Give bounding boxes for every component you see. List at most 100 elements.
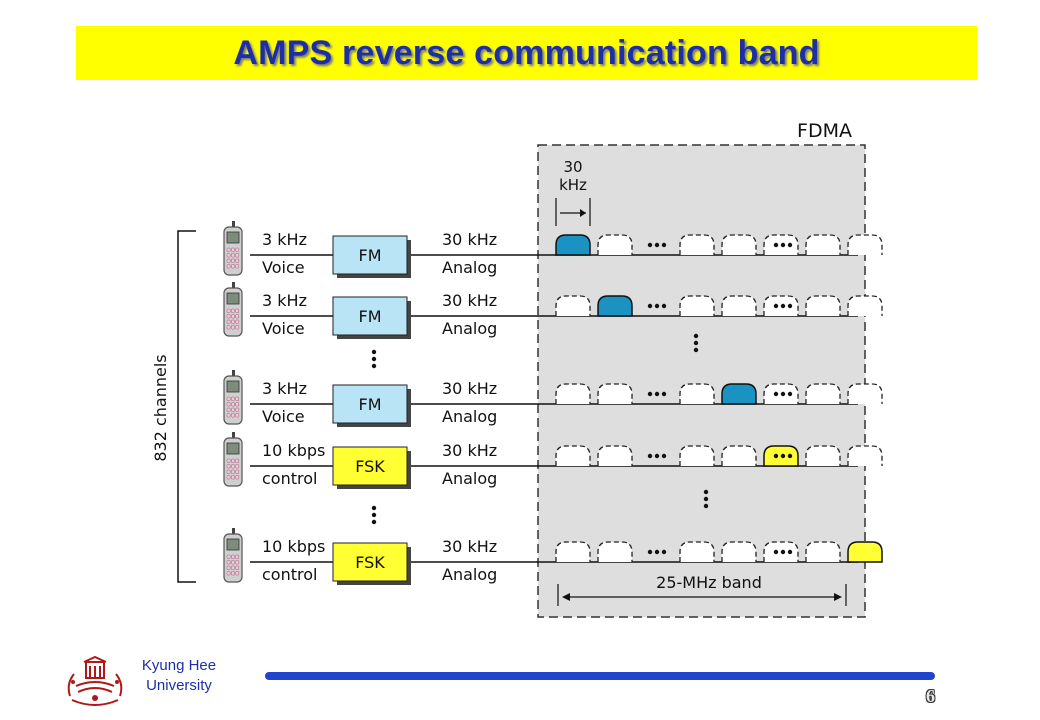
fdma-label: FDMA bbox=[797, 120, 852, 142]
slot-ellipsis bbox=[773, 549, 793, 555]
phone-key bbox=[231, 458, 235, 463]
phone-key bbox=[235, 264, 240, 269]
rows-ellipsis-dot bbox=[371, 512, 377, 518]
phone-key bbox=[226, 560, 231, 565]
slot-ellipsis-dot bbox=[780, 549, 786, 555]
phone-key bbox=[231, 396, 235, 401]
slot-ellipsis-dot bbox=[773, 549, 779, 555]
page-number: 6 bbox=[926, 686, 935, 706]
spacing-value-label: 30 bbox=[563, 158, 582, 176]
phone-screen bbox=[226, 442, 240, 455]
phone-key bbox=[231, 402, 235, 407]
slot-ellipsis bbox=[647, 549, 667, 555]
university-name-line2: University bbox=[146, 677, 212, 694]
phone-key bbox=[235, 413, 240, 418]
row-output-type: Analog bbox=[442, 565, 497, 584]
phone-key bbox=[226, 319, 231, 324]
phone-key bbox=[235, 258, 240, 263]
slot-ellipsis-dot bbox=[787, 303, 793, 309]
band-arrow-head-left bbox=[562, 593, 570, 601]
phone-key bbox=[226, 402, 231, 407]
modulator-label: FSK bbox=[355, 457, 385, 476]
phone-key bbox=[231, 407, 235, 412]
modulator-box bbox=[332, 542, 408, 582]
channel-slot bbox=[679, 383, 715, 404]
modulator-box bbox=[332, 384, 408, 424]
phone-key bbox=[235, 402, 240, 407]
modulator-box bbox=[332, 296, 408, 336]
slot-ellipsis-dot bbox=[787, 453, 793, 459]
channel-slot bbox=[805, 383, 841, 404]
phone-key bbox=[235, 475, 240, 480]
channel-slot bbox=[555, 445, 591, 466]
phone-key bbox=[235, 464, 240, 469]
channel-slot bbox=[721, 234, 757, 255]
slide-title: AMPS reverse communication band bbox=[233, 33, 820, 72]
university-name: Kyung Hee University bbox=[124, 656, 234, 696]
channel-slot bbox=[847, 234, 883, 255]
phone-key bbox=[226, 554, 231, 559]
phone-key bbox=[235, 571, 240, 576]
row-input-rate: 3 kHz bbox=[262, 230, 307, 249]
channel-slot bbox=[597, 445, 633, 466]
cell-phone-icon bbox=[223, 282, 243, 337]
phone-screen bbox=[226, 231, 240, 244]
row-input-type: Voice bbox=[262, 319, 305, 338]
slot-ellipsis-dot bbox=[773, 391, 779, 397]
phone-key bbox=[235, 308, 240, 313]
slot-ellipsis bbox=[773, 242, 793, 248]
slot-ellipsis-dot bbox=[661, 242, 667, 248]
phone-key bbox=[235, 253, 240, 258]
phone-key bbox=[226, 413, 231, 418]
channel-slot-active bbox=[597, 295, 633, 317]
band-ellipsis bbox=[703, 489, 709, 509]
slot-ellipsis-dot bbox=[654, 549, 660, 555]
phone-antenna bbox=[232, 221, 235, 229]
band-ellipsis bbox=[693, 333, 699, 353]
slot-ellipsis bbox=[647, 242, 667, 248]
slot-ellipsis-dot bbox=[647, 549, 653, 555]
channel-slot bbox=[679, 445, 715, 466]
spacing-unit-label: kHz bbox=[559, 176, 587, 194]
row-output-rate: 30 kHz bbox=[442, 537, 497, 556]
slot-ellipsis-dot bbox=[654, 303, 660, 309]
phone-key bbox=[235, 458, 240, 463]
slot-ellipsis bbox=[773, 453, 793, 459]
phone-key bbox=[231, 475, 235, 480]
channel-slot bbox=[597, 383, 633, 404]
channels-bracket bbox=[177, 230, 196, 583]
phone-key bbox=[231, 325, 235, 330]
row-input-type: Voice bbox=[262, 407, 305, 426]
phone-key bbox=[226, 571, 231, 576]
modulator-label: FSK bbox=[355, 553, 385, 572]
slot-ellipsis-dot bbox=[780, 453, 786, 459]
channel-slot bbox=[805, 295, 841, 316]
phone-key bbox=[235, 325, 240, 330]
phone-screen bbox=[226, 380, 240, 393]
slot-ellipsis-dot bbox=[654, 453, 660, 459]
phone-key bbox=[231, 554, 235, 559]
row-input-type: control bbox=[262, 565, 317, 584]
modulator-box bbox=[332, 446, 408, 486]
channel-slot bbox=[805, 234, 841, 255]
phone-key bbox=[226, 325, 231, 330]
channel-slot bbox=[721, 445, 757, 466]
modulator-label: FM bbox=[358, 395, 381, 414]
phone-key bbox=[231, 247, 235, 252]
band-ellipsis-dot bbox=[703, 503, 709, 509]
channel-slot bbox=[597, 234, 633, 255]
cell-phone-icon bbox=[223, 432, 243, 487]
slot-ellipsis-dot bbox=[787, 242, 793, 248]
cell-phone-icon bbox=[223, 370, 243, 425]
band-ellipsis-dot bbox=[693, 340, 699, 346]
phone-key bbox=[226, 469, 231, 474]
channel-slot-active bbox=[555, 234, 591, 256]
fdma-frame bbox=[537, 144, 866, 618]
channel-slot bbox=[847, 445, 883, 466]
channel-slot bbox=[555, 383, 591, 404]
channel-slot bbox=[679, 234, 715, 255]
band-ellipsis-dot bbox=[703, 489, 709, 495]
phone-key bbox=[235, 396, 240, 401]
phone-key bbox=[231, 469, 235, 474]
slot-ellipsis-dot bbox=[654, 242, 660, 248]
